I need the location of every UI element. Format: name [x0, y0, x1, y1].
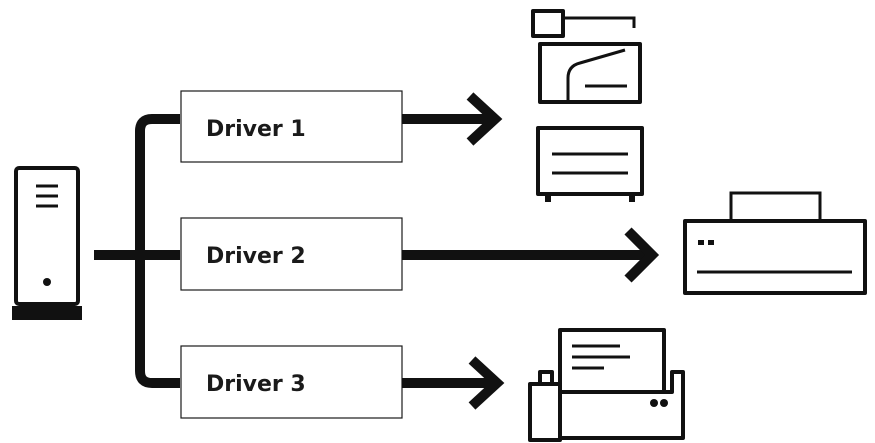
computer-tower-icon — [12, 166, 82, 320]
driver-1-box — [180, 90, 403, 163]
driver-row-3: Driver 3 — [180, 345, 505, 419]
printer-icon — [683, 191, 867, 295]
driver-1-label: Driver 1 — [206, 117, 306, 142]
driver-2-box — [180, 217, 403, 291]
driver-2-label: Driver 2 — [206, 244, 306, 269]
driver-row-2: Driver 2 — [180, 217, 660, 291]
fax-machine-icon — [528, 328, 685, 442]
driver-3-box — [180, 345, 403, 419]
driver-row-1: Driver 1 — [180, 90, 503, 163]
driver-3-label: Driver 3 — [206, 372, 306, 397]
multifunction-printer-icon — [531, 9, 644, 202]
connector-lines — [94, 114, 180, 388]
